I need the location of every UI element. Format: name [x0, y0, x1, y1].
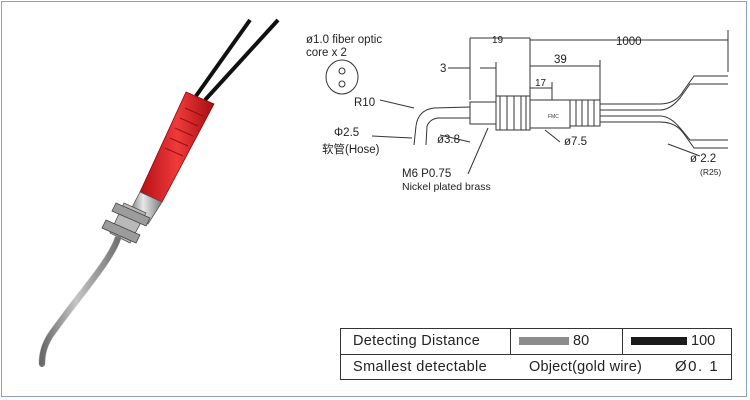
smallest-detectable-label: Smallest detectable: [353, 359, 488, 375]
spec-table: Detecting Distance 80 100 Smallest detec…: [340, 328, 732, 380]
fiber-core-label: ø1.0 fiber optic: [306, 34, 382, 46]
m6-label: M6 P0.75: [402, 168, 451, 180]
dimension-drawing: FMC ø1.0 fiber optic core x 2 R10 Φ2.5 软…: [306, 30, 729, 193]
fiber-cable: [600, 75, 728, 105]
dim-3: 3: [440, 63, 446, 75]
core-count-label: core x 2: [306, 47, 347, 59]
dim-19: 19: [492, 35, 504, 46]
table-row: Detecting Distance 80 100: [341, 329, 731, 355]
gray-swatch: [519, 337, 569, 345]
dim-39: 39: [554, 54, 567, 66]
phi22-label: ø 2.2: [690, 153, 716, 165]
phi38-label: ø3.8: [437, 134, 460, 146]
dim-1000: 1000: [616, 36, 642, 48]
core-section-icon: [325, 59, 359, 95]
detecting-distance-label: Detecting Distance: [353, 333, 481, 349]
hex-nut-bottom: [101, 219, 141, 244]
dim-17: 17: [535, 78, 547, 89]
object-value: Ø0. 1: [675, 358, 720, 375]
r10-label: R10: [354, 97, 375, 109]
object-label: Object(gold wire): [529, 359, 642, 375]
black-value: 100: [691, 333, 716, 349]
steel-probe: [39, 235, 121, 367]
hose-label: 软管(Hose): [322, 142, 380, 156]
sensor-photo: [38, 18, 280, 367]
svg-text:FMC: FMC: [548, 114, 559, 120]
hex-nut-top: [111, 202, 151, 227]
brass-label: Nickel plated brass: [402, 181, 491, 193]
fiber-cable-2: [203, 18, 280, 102]
metal-tube: [469, 101, 497, 125]
table-row: Smallest detectable Object(gold wire) Ø0…: [341, 355, 731, 380]
phi25-label: Φ2.5: [334, 127, 359, 139]
fiber-cable-1: [194, 18, 252, 98]
gray-value: 80: [573, 333, 590, 349]
black-swatch: [631, 337, 687, 345]
r25-label: (R25): [700, 167, 721, 177]
hose-bend: [413, 106, 471, 146]
phi75-label: ø7.5: [564, 136, 587, 148]
